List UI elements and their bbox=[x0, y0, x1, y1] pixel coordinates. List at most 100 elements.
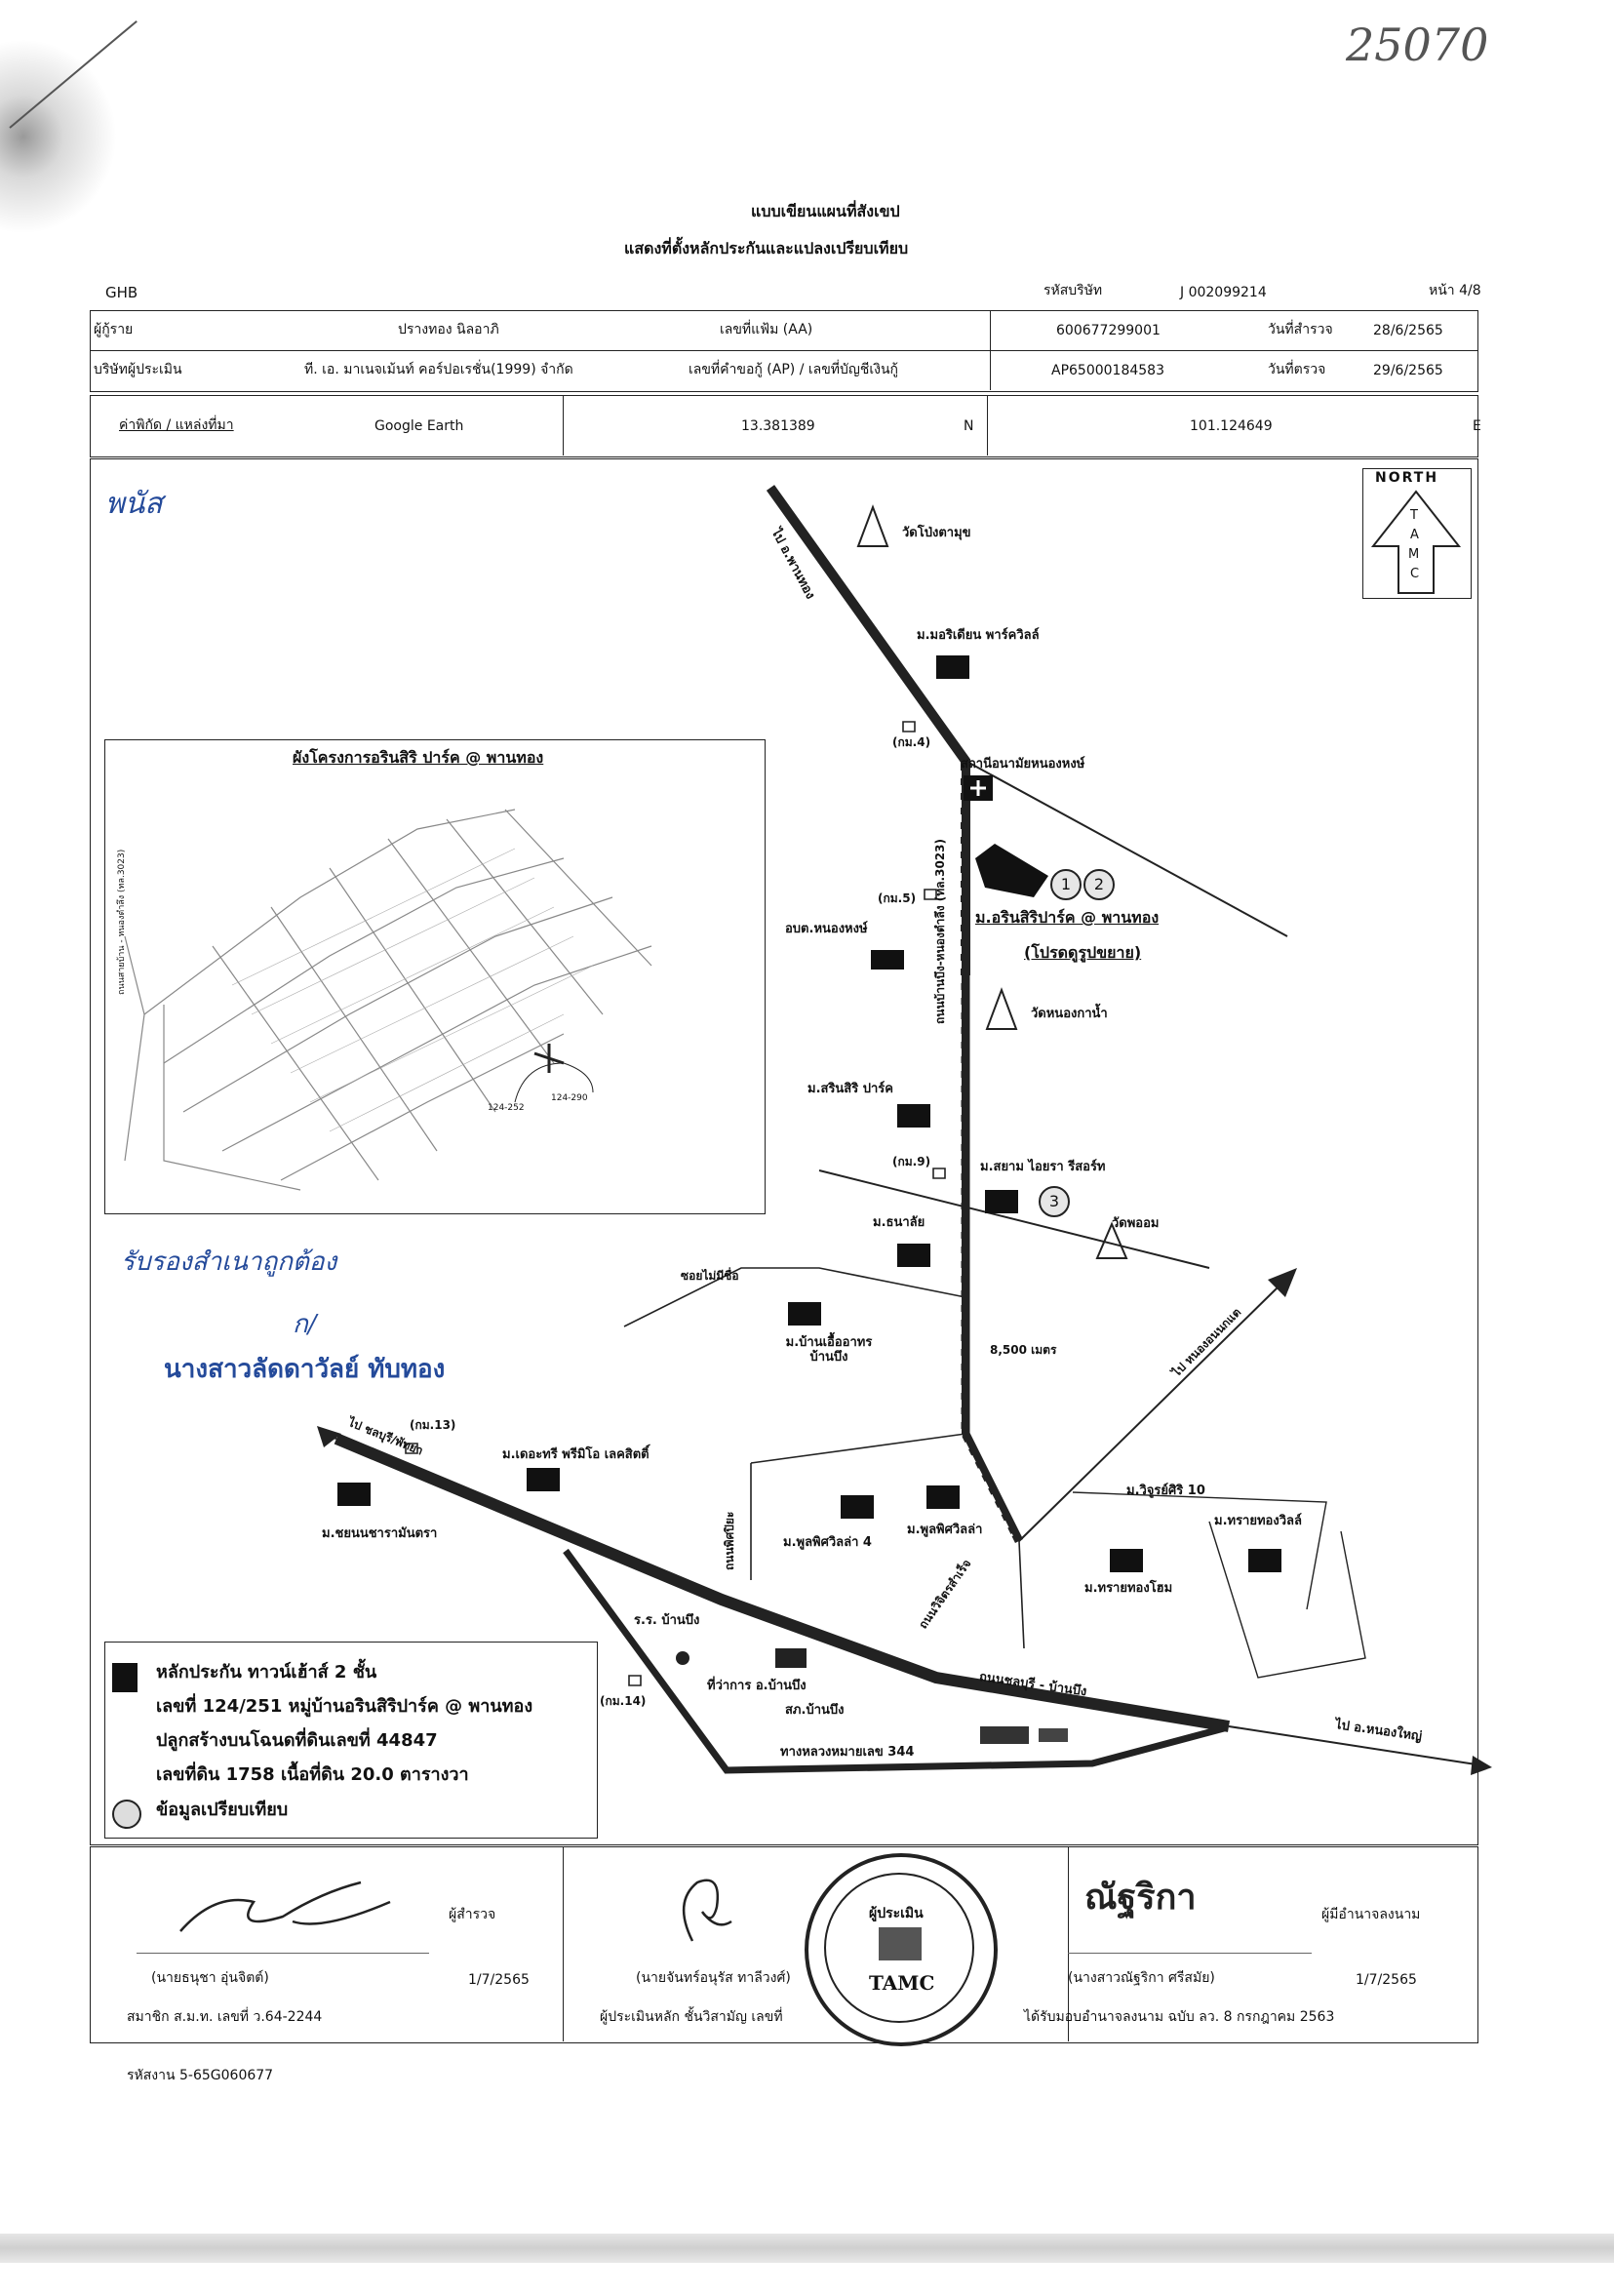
label-district-office: ที่ว่าการ อ.บ้านบึง bbox=[707, 1679, 807, 1693]
north-title: NORTH bbox=[1375, 470, 1439, 486]
signer-date: 1/7/2565 bbox=[1356, 1972, 1417, 1988]
label-village-ban-ua: ม.บ้านเอื้ออาทร บ้านบึง bbox=[785, 1335, 873, 1365]
handwritten-certify: รับรองสำเนาถูกต้อง bbox=[121, 1247, 337, 1277]
check-date-label: วันที่ตรวจ bbox=[1268, 362, 1326, 377]
label-wat-pong: วัดโป่งตามุข bbox=[902, 526, 971, 540]
page-subtitle: แสดงที่ตั้งหลักประกันและแปลงเปรียบเทียบ bbox=[624, 239, 909, 257]
label-village-pp: ม.พูลพิศวิลล่า bbox=[907, 1523, 983, 1537]
ghb-label: GHB bbox=[105, 284, 138, 301]
label-village-srinsiri: ม.สรินสิริ ปาร์ค bbox=[807, 1082, 893, 1096]
coord-label: ค่าพิกัด / แหล่งที่มา bbox=[119, 417, 234, 433]
label-km9: (กม.9) bbox=[892, 1155, 931, 1168]
latitude: 13.381389 bbox=[741, 418, 815, 434]
label-km5: (กม.5) bbox=[878, 891, 917, 905]
surveyor-date: 1/7/2565 bbox=[468, 1972, 530, 1988]
north-arrow-box bbox=[1362, 468, 1472, 599]
project-code-label: รหัสบริษัท bbox=[1043, 283, 1103, 298]
label-main-road: ถนนบ้านบึง-หนองตำลึง (ทล.3023) bbox=[933, 839, 947, 1024]
appraiser-label: บริษัทผู้ประเมิน bbox=[94, 362, 182, 377]
page-title: แบบเขียนแผนที่สังเขป bbox=[751, 202, 900, 220]
info-table bbox=[90, 310, 1478, 392]
north-letter-a: A bbox=[1410, 528, 1419, 542]
file-value: 600677299001 bbox=[1056, 323, 1161, 338]
longitude: 101.124649 bbox=[1190, 418, 1273, 434]
signer-name: (นางสาวณัฐริกา ศรีสมัย) bbox=[1068, 1970, 1215, 1986]
label-wat-nongkanam: วัดหนองกาน้ำ bbox=[1031, 1007, 1108, 1021]
north-letter-c: C bbox=[1410, 567, 1420, 581]
label-property: ม.อรินสิริปาร์ค @ พานทอง bbox=[975, 908, 1160, 927]
owner-label: ผู้กู้ราย bbox=[94, 322, 134, 337]
legend-line-4: เลขที่ดิน 1758 เนื้อที่ดิน 20.0 ตารางวา bbox=[156, 1764, 469, 1785]
label-road-344: ทางหลวงหมายเลข 344 bbox=[780, 1745, 915, 1760]
handwritten-by: ก/ bbox=[293, 1310, 317, 1339]
surveyor-member: สมาชิก ส.ม.ท. เลขที่ ว.64-2244 bbox=[127, 2009, 323, 2025]
handwritten-province: พนัส bbox=[105, 487, 163, 521]
surveyor-role: ผู้สำรวจ bbox=[449, 1907, 496, 1922]
label-km4: (กม.4) bbox=[892, 735, 931, 749]
seal-emblem-icon bbox=[879, 1927, 922, 1960]
label-village-pp4: ม.พูลพิศวิลล่า 4 bbox=[783, 1535, 872, 1550]
label-police: สภ.บ้านบึง bbox=[785, 1703, 845, 1718]
north-arrow-icon bbox=[1370, 490, 1462, 594]
label-soi: ซอยไม่มีชื่อ bbox=[681, 1269, 739, 1283]
longitude-dir: E bbox=[1473, 418, 1481, 434]
signer-role: ผู้มีอำนาจลงนาม bbox=[1321, 1907, 1421, 1922]
road-344 bbox=[563, 1548, 1225, 1774]
signature-section bbox=[90, 1846, 1478, 2043]
latitude-dir: N bbox=[964, 418, 974, 434]
label-village-sai1: ม.ทรายทองวิลล์ bbox=[1214, 1514, 1302, 1528]
label-village-thana: ม.ธนาลัย bbox=[873, 1215, 925, 1230]
label-school: ร.ร. บ้านบึง bbox=[634, 1613, 700, 1628]
legend-line-1: หลักประกัน ทาวน์เฮ้าส์ 2 ชั้น bbox=[156, 1662, 377, 1682]
footer-code: รหัสงาน 5-65G060677 bbox=[127, 2068, 274, 2083]
north-letter-t: T bbox=[1410, 508, 1418, 523]
legend-line-2: เลขที่ 124/251 หมู่บ้านอรินสิริปาร์ค @ พ… bbox=[156, 1696, 533, 1717]
page-number: หน้า 4/8 bbox=[1429, 283, 1481, 298]
handwritten-name: นางสาวลัดดาวัลย์ ทับทอง bbox=[164, 1355, 446, 1384]
inset-map bbox=[104, 739, 766, 1214]
marker-2: 2 bbox=[1083, 869, 1115, 900]
label-village-vijit: ม.วิจูรย์ศิริ 10 bbox=[1126, 1484, 1205, 1498]
label-road-pp: ถนนพิศปิยะ bbox=[723, 1511, 736, 1570]
seal-top-text: ผู้ประเมิน bbox=[869, 1906, 924, 1921]
legend-line-3: ปลูกสร้างบนโฉนดที่ดินเลขที่ 44847 bbox=[156, 1730, 438, 1751]
request-value: AP65000184583 bbox=[1051, 363, 1164, 378]
scan-smudge bbox=[0, 39, 117, 234]
north-letter-m: M bbox=[1408, 547, 1420, 562]
coord-source: Google Earth bbox=[374, 418, 464, 434]
label-village-1: ม.มอริเดียน พาร์ควิลล์ bbox=[917, 628, 1040, 643]
label-wat-phon: วัดพออม bbox=[1112, 1216, 1160, 1231]
file-label: เลขที่แฟ้ม (AA) bbox=[720, 322, 813, 337]
request-label: เลขที่คำขอกู้ (AP) / เลขที่บัญชีเงินกู้ bbox=[689, 362, 899, 377]
survey-date: 28/6/2565 bbox=[1373, 323, 1443, 338]
survey-date-label: วันที่สำรวจ bbox=[1268, 322, 1333, 337]
label-property-sub: (โปรดดูรูปขยาย) bbox=[1024, 943, 1142, 962]
surveyor-name: (นายธนุชา อุ่นจิตต์) bbox=[151, 1970, 269, 1986]
property-block bbox=[975, 844, 1048, 897]
label-km13: (กม.13) bbox=[410, 1418, 456, 1432]
map-frame bbox=[90, 458, 1478, 1845]
label-km14: (กม.14) bbox=[600, 1694, 647, 1708]
inset-label-290: 124-290 bbox=[551, 1093, 588, 1103]
label-village-baan: ม.ชยนนชารามันตรา bbox=[322, 1526, 438, 1541]
marker-1: 1 bbox=[1050, 869, 1082, 900]
scan-bottom-strip bbox=[0, 2234, 1614, 2263]
inset-plan-drawing bbox=[124, 809, 652, 1191]
inset-title: ผังโครงการอรินสิริ ปาร์ค @ พานทอง bbox=[293, 748, 544, 767]
seal-text: TAMC bbox=[869, 1971, 935, 1995]
appraiser-name: (นายจันทร์อนุรัส ทาลีวงศ์) bbox=[636, 1970, 791, 1986]
label-distance: 8,500 เมตร bbox=[990, 1343, 1057, 1357]
coord-row bbox=[90, 395, 1478, 457]
legend-collateral-swatch bbox=[112, 1663, 138, 1692]
label-village-sai2: ม.ทรายทองโฮม bbox=[1084, 1581, 1173, 1596]
legend-compare-icon bbox=[112, 1800, 141, 1829]
check-date: 29/6/2565 bbox=[1373, 363, 1443, 378]
project-code: J 002099214 bbox=[1180, 285, 1267, 300]
company-seal: ผู้ประเมิน TAMC bbox=[805, 1853, 998, 2046]
appraiser-value: ที. เอ. มาเนจเม้นท์ คอร์ปอเรชั่น(1999) จ… bbox=[304, 362, 573, 377]
marker-3: 3 bbox=[1039, 1186, 1070, 1217]
legend-box bbox=[104, 1642, 598, 1839]
signer-signature: ณัฐริกา bbox=[1084, 1877, 1197, 1918]
inset-label-252: 124-252 bbox=[488, 1103, 525, 1113]
